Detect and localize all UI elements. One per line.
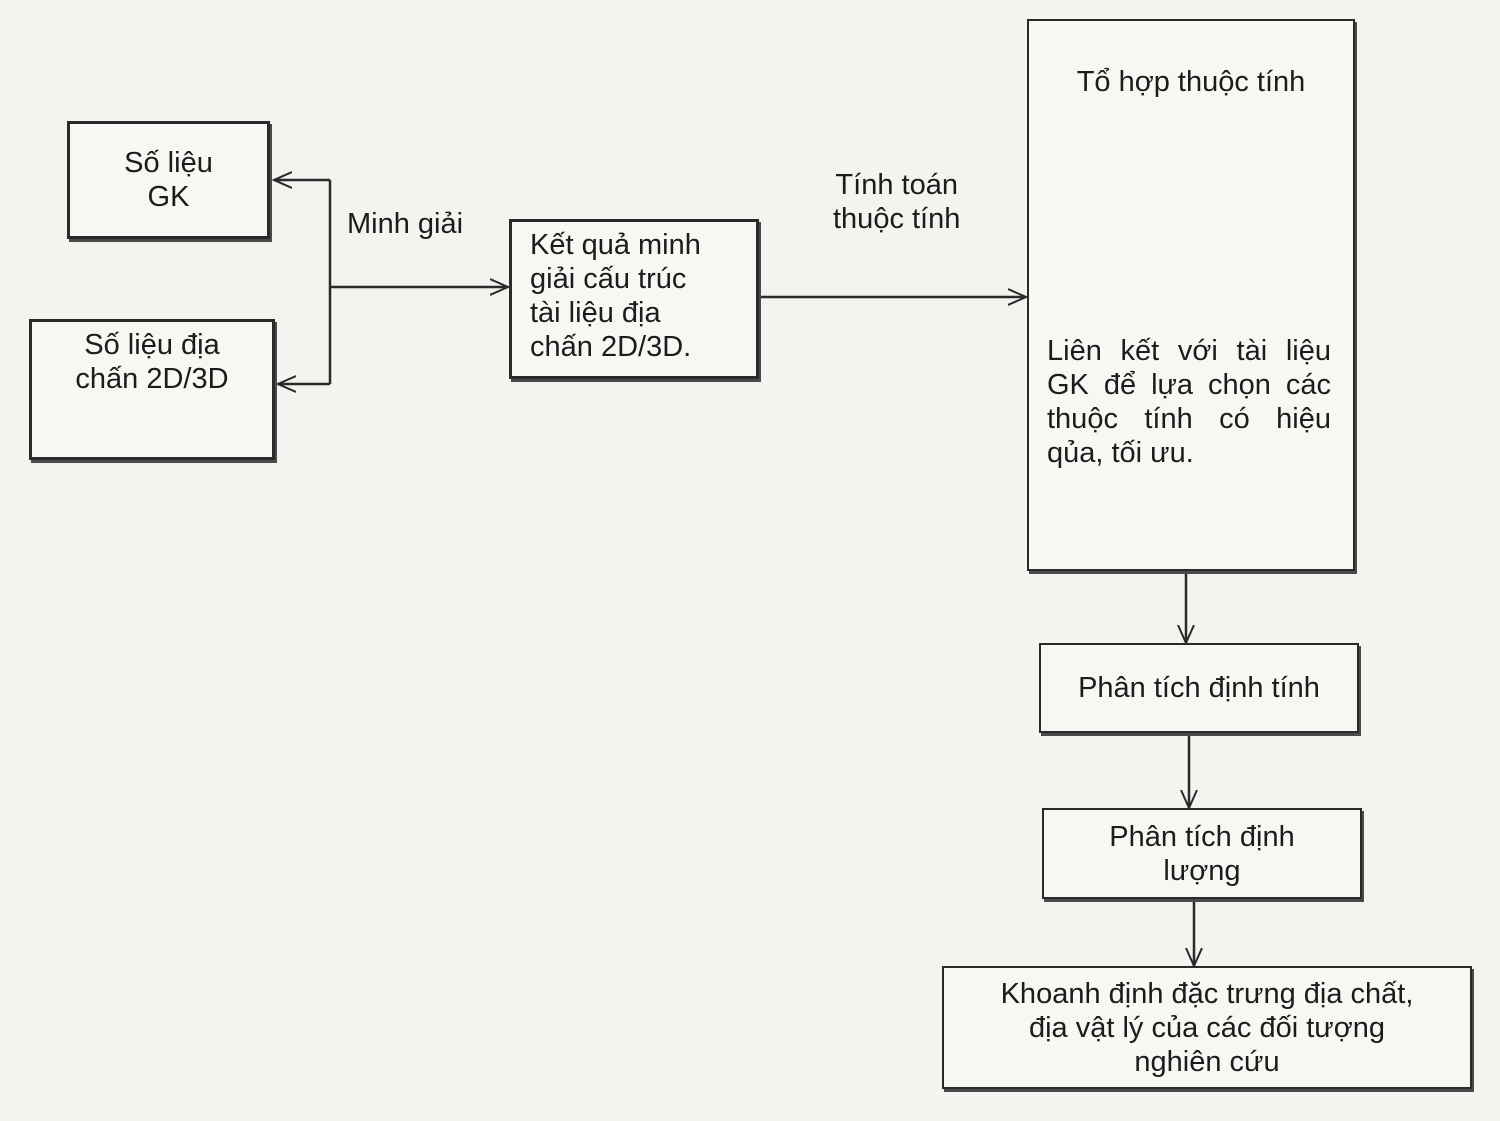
box-to-hop-body: Liên kết với tài liệu GK để lựa chọn các…: [1047, 335, 1331, 469]
box-khoanh-dinh: Khoanh định đặc trưng địa chất, địa vật …: [942, 966, 1472, 1089]
box-phan-tich-dinh-tinh: Phân tích định tính: [1039, 643, 1359, 733]
box-so-lieu-gk-text: Số liệu GK: [124, 147, 213, 213]
label-tinh-toan-thuoc-tinh: Tính toán thuộc tính: [833, 168, 960, 236]
box-so-lieu-dia-chan-text: Số liệu địa chấn 2D/3D: [75, 329, 229, 395]
box-ket-qua-minh-giai-text: Kết quả minh giải cấu trúc tài liệu địa …: [530, 229, 701, 363]
box-khoanh-dinh-text: Khoanh định đặc trưng địa chất, địa vật …: [1000, 977, 1414, 1078]
box-ket-qua-minh-giai: Kết quả minh giải cấu trúc tài liệu địa …: [509, 219, 759, 379]
box-so-lieu-gk: Số liệu GK: [67, 121, 270, 239]
box-to-hop-thuoc-tinh: Tổ hợp thuộc tính Liên kết với tài liệu …: [1027, 19, 1355, 571]
label-minh-giai-text: Minh giải: [347, 208, 464, 240]
box-phan-tich-dinh-luong-text: Phân tích định lượng: [1109, 820, 1295, 887]
box-phan-tich-dinh-tinh-text: Phân tích định tính: [1078, 672, 1320, 704]
label-tinh-toan-thuoc-tinh-text: Tính toán thuộc tính: [833, 169, 961, 235]
label-minh-giai: Minh giải: [347, 207, 463, 241]
box-phan-tich-dinh-luong: Phân tích định lượng: [1042, 808, 1362, 899]
box-to-hop-title: Tổ hợp thuộc tính: [1076, 66, 1306, 98]
box-so-lieu-dia-chan: Số liệu địa chấn 2D/3D: [29, 319, 275, 460]
